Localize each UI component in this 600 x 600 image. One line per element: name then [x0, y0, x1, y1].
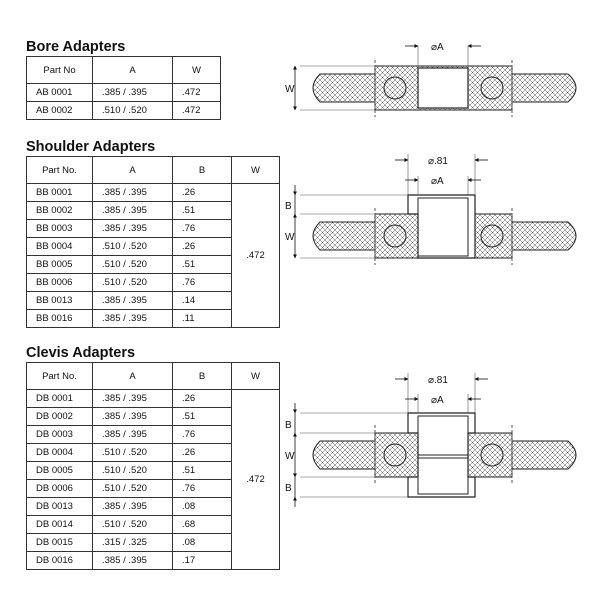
w-merged-cell: .472: [231, 389, 280, 570]
ball-bearing-right: [480, 224, 504, 248]
table-row: DB 0014 .510 / .520 .68: [26, 515, 280, 534]
right-flange: [511, 73, 577, 103]
table-row: BB 0006 .510 / .520 .76: [26, 273, 280, 292]
shoulder-adapters-table: Part No. A B W BB 0001 .385 / .395 .26 .…: [26, 156, 280, 328]
b-cell: .11: [172, 309, 232, 328]
ball-bearing-right: [480, 443, 504, 467]
right-flange: [511, 440, 577, 470]
label-w: W: [285, 84, 295, 95]
table-row: BB 0016 .385 / .395 .11: [26, 309, 280, 328]
svg-text:⌀A: ⌀A: [431, 395, 444, 406]
clevis-adapters-table: Part No. A B W DB 0001 .385 / .395 .26 .…: [26, 362, 280, 570]
part-no-cell: BB 0016: [26, 309, 93, 328]
table-header-row: Part No A W: [26, 56, 221, 84]
label-b: B: [285, 201, 292, 212]
bore-adapters-title: Bore Adapters: [26, 39, 126, 55]
svg-text:⌀.81: ⌀.81: [428, 375, 448, 386]
bore-adapter-diagram: W ⌀A: [285, 42, 577, 117]
shoulder-adapter-diagram: B W ⌀.81 ⌀A: [285, 154, 577, 265]
right-flange: [511, 221, 577, 251]
table-row: DB 0004 .510 / .520 .26: [26, 443, 280, 462]
clevis-adapters-title: Clevis Adapters: [26, 345, 136, 361]
w-cell: .472: [172, 101, 221, 120]
w-merged-cell: .472: [231, 183, 280, 328]
left-flange: [312, 440, 376, 470]
bore-insert: [417, 67, 469, 109]
diameter-icon: ⌀: [431, 42, 437, 53]
bore-adapters-table: Part No A W AB 0001 .385 / .395 .472 AB …: [26, 56, 221, 120]
a-cell: .385 / .395: [92, 551, 173, 570]
svg-text:⌀.81: ⌀.81: [428, 156, 448, 167]
ball-bearing-right: [480, 76, 504, 100]
svg-text:⌀A: ⌀A: [431, 176, 444, 187]
left-flange: [312, 221, 376, 251]
table-row: DB 0002 .385 / .395 .51: [26, 407, 280, 426]
diameter-icon: ⌀: [428, 375, 434, 386]
header-a: A: [92, 156, 173, 184]
diameter-icon: ⌀: [431, 395, 437, 406]
table-row: DB 0006 .510 / .520 .76: [26, 479, 280, 498]
header-w: W: [172, 56, 221, 84]
label-a: A: [437, 176, 444, 187]
table-row: BB 0003 .385 / .395 .76: [26, 219, 280, 238]
clevis-adapter-diagram: B W B ⌀.81 ⌀A: [285, 373, 577, 507]
label-dia: .81: [434, 375, 448, 386]
table-header-row: Part No. A B W: [26, 156, 280, 184]
header-a: A: [92, 56, 173, 84]
table-row: BB 0013 .385 / .395 .14: [26, 291, 280, 310]
label-w: W: [285, 232, 295, 243]
label-a: A: [437, 42, 444, 53]
diameter-icon: ⌀: [428, 156, 434, 167]
table-row: DB 0016 .385 / .395 .17: [26, 551, 280, 570]
label-a: A: [437, 395, 444, 406]
b-cell: .17: [172, 551, 232, 570]
shoulder-adapters-title: Shoulder Adapters: [26, 139, 156, 155]
label-b-bottom: B: [285, 483, 292, 494]
table-row: BB 0005 .510 / .520 .51: [26, 255, 280, 274]
header-w: W: [231, 362, 280, 390]
table-row: AB 0002 .510 / .520 .472: [26, 101, 221, 120]
table-row: DB 0013 .385 / .395 .08: [26, 497, 280, 516]
svg-text:⌀A: ⌀A: [431, 42, 444, 53]
header-part-no: Part No: [26, 56, 93, 84]
label-b-top: B: [285, 420, 292, 431]
ball-bearing-left: [383, 76, 407, 100]
diameter-icon: ⌀: [431, 176, 437, 187]
ball-bearing-left: [383, 224, 407, 248]
label-w: W: [285, 451, 295, 462]
table-row: DB 0001 .385 / .395 .26 .472: [26, 389, 280, 570]
ball-bearing-left: [383, 443, 407, 467]
label-dia: .81: [434, 156, 448, 167]
table-row: BB 0002 .385 / .395 .51: [26, 201, 280, 220]
left-flange: [312, 73, 376, 103]
